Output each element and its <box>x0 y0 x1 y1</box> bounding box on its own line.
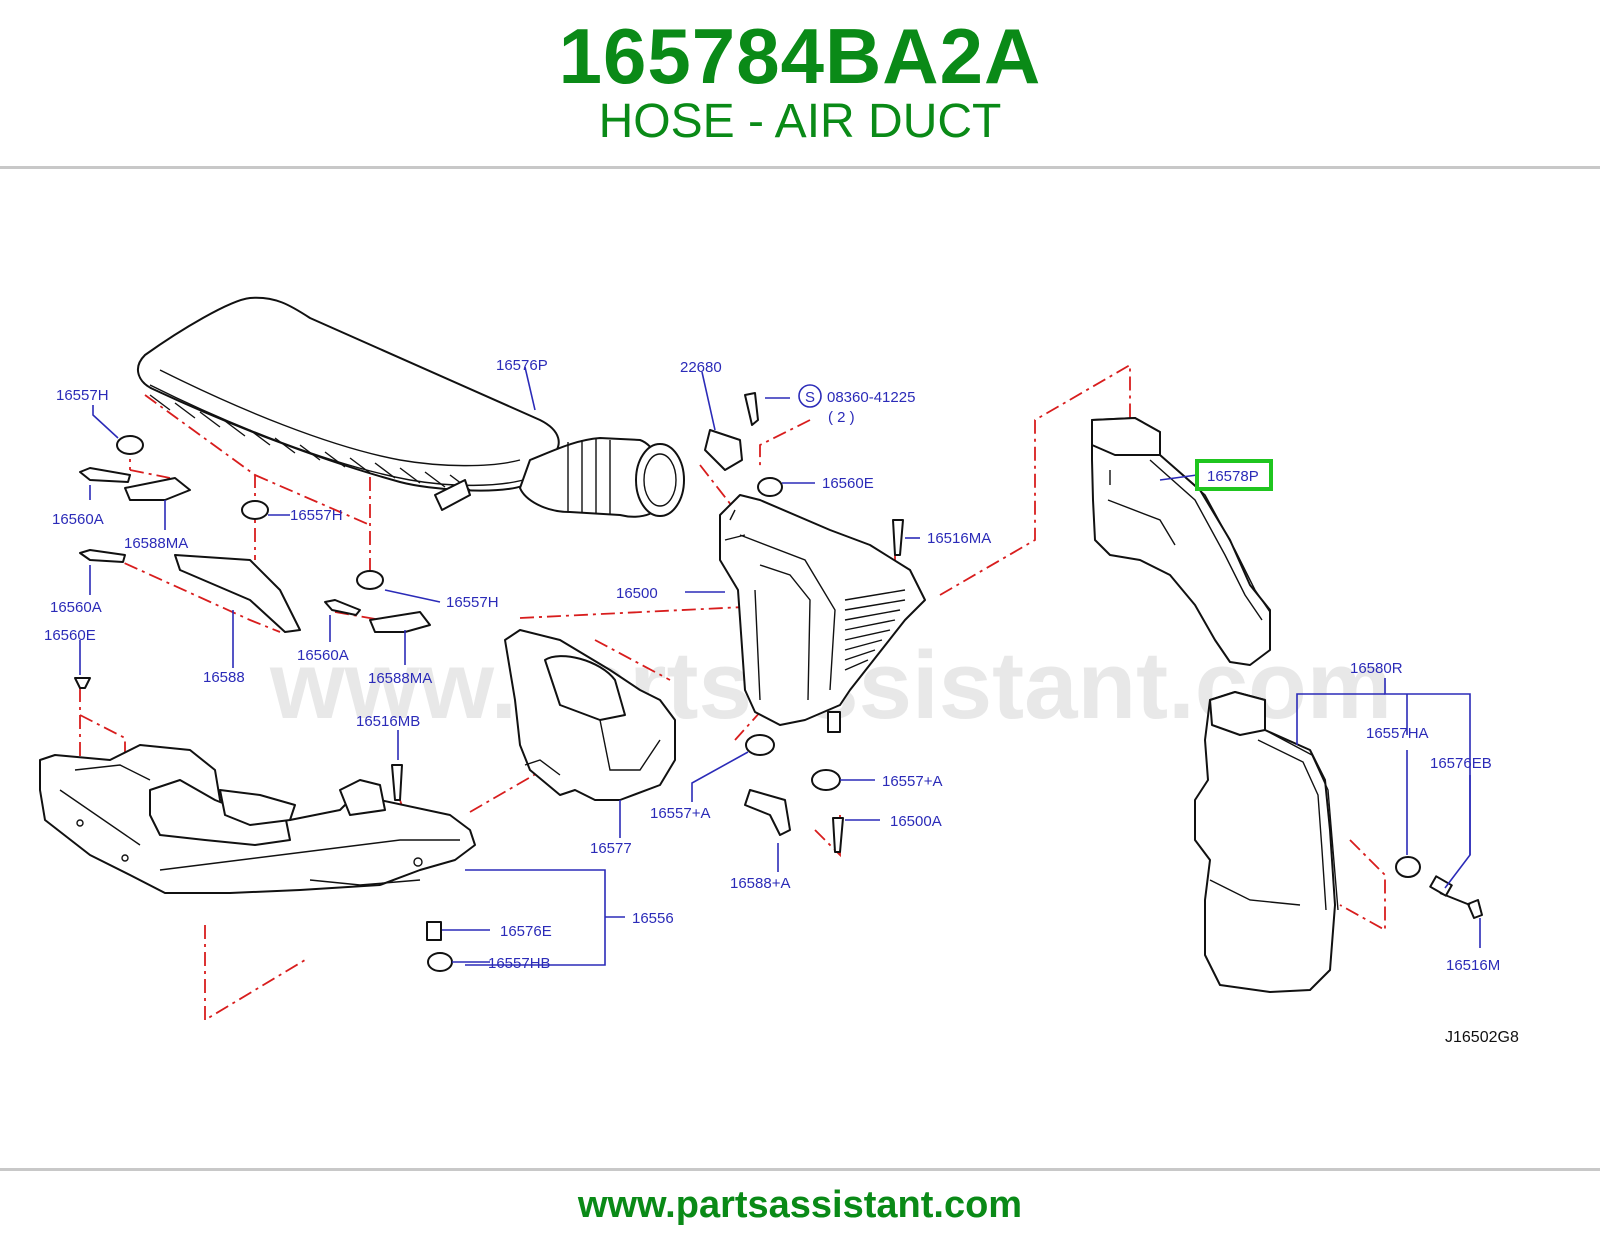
label-16578p-highlighted[interactable]: 16578P <box>1207 468 1259 485</box>
label-16557ha: 16557HA <box>1366 725 1429 742</box>
label-16576eb: 16576EB <box>1430 755 1492 772</box>
fasteners <box>74 392 1483 972</box>
label-16516mb: 16516MB <box>356 713 420 730</box>
resonator-16577 <box>504 629 676 801</box>
label-16588ma-a: 16588MA <box>124 535 188 552</box>
label-16588a: 16588+A <box>730 875 790 892</box>
page-header: 165784BA2A HOSE - AIR DUCT <box>0 0 1600 168</box>
label-16500: 16500 <box>616 585 658 602</box>
air-duct-16578p <box>1091 417 1271 666</box>
label-08360-41225: 08360-41225 <box>827 389 915 406</box>
label-16577: 16577 <box>590 840 632 857</box>
label-16500a: 16500A <box>890 813 942 830</box>
label-16516m: 16516M <box>1446 957 1500 974</box>
callout-labels: 16557H 16560A 16588MA 16557H 16560A 1658… <box>44 357 1519 1046</box>
label-16576p: 16576P <box>496 357 548 374</box>
label-16588: 16588 <box>203 669 245 686</box>
label-16560a-b: 16560A <box>50 599 102 616</box>
label-16557hb: 16557HB <box>488 955 551 972</box>
air-cleaner-lower-case <box>719 494 926 733</box>
label-16557h-c: 16557H <box>446 594 499 611</box>
label-16557a-a: 16557+A <box>650 805 710 822</box>
label-16557h-b: 16557H <box>290 507 343 524</box>
label-08360-symbol: S <box>805 389 815 406</box>
label-16588ma-b: 16588MA <box>368 670 432 687</box>
air-duct-lower-16556 <box>39 744 476 894</box>
highlight-box <box>1195 459 1273 491</box>
label-16557a-b: 16557+A <box>882 773 942 790</box>
label-22680: 22680 <box>680 359 722 376</box>
air-cleaner-upper-cover <box>136 296 685 518</box>
callout-leaders <box>79 366 1481 966</box>
label-16560a-c: 16560A <box>297 647 349 664</box>
part-number-title: 165784BA2A <box>558 12 1042 100</box>
part-name-subtitle: HOSE - AIR DUCT <box>598 95 1002 148</box>
label-16580r: 16580R <box>1350 660 1403 677</box>
label-16516ma: 16516MA <box>927 530 991 547</box>
footer-divider <box>0 1168 1600 1171</box>
air-duct-assembly-16580r <box>1194 691 1339 993</box>
label-16557h-a: 16557H <box>56 387 109 404</box>
label-16560e-a: 16560E <box>44 627 96 644</box>
label-16556: 16556 <box>632 910 674 927</box>
label-08360-qty: ( 2 ) <box>828 409 855 426</box>
header-divider <box>0 166 1600 169</box>
footer-url-link[interactable]: www.partsassistant.com <box>577 1184 1023 1226</box>
label-16576e: 16576E <box>500 923 552 940</box>
label-16560a-a: 16560A <box>52 511 104 528</box>
diagram-code: J16502G8 <box>1445 1029 1519 1046</box>
label-16560e-b: 16560E <box>822 475 874 492</box>
